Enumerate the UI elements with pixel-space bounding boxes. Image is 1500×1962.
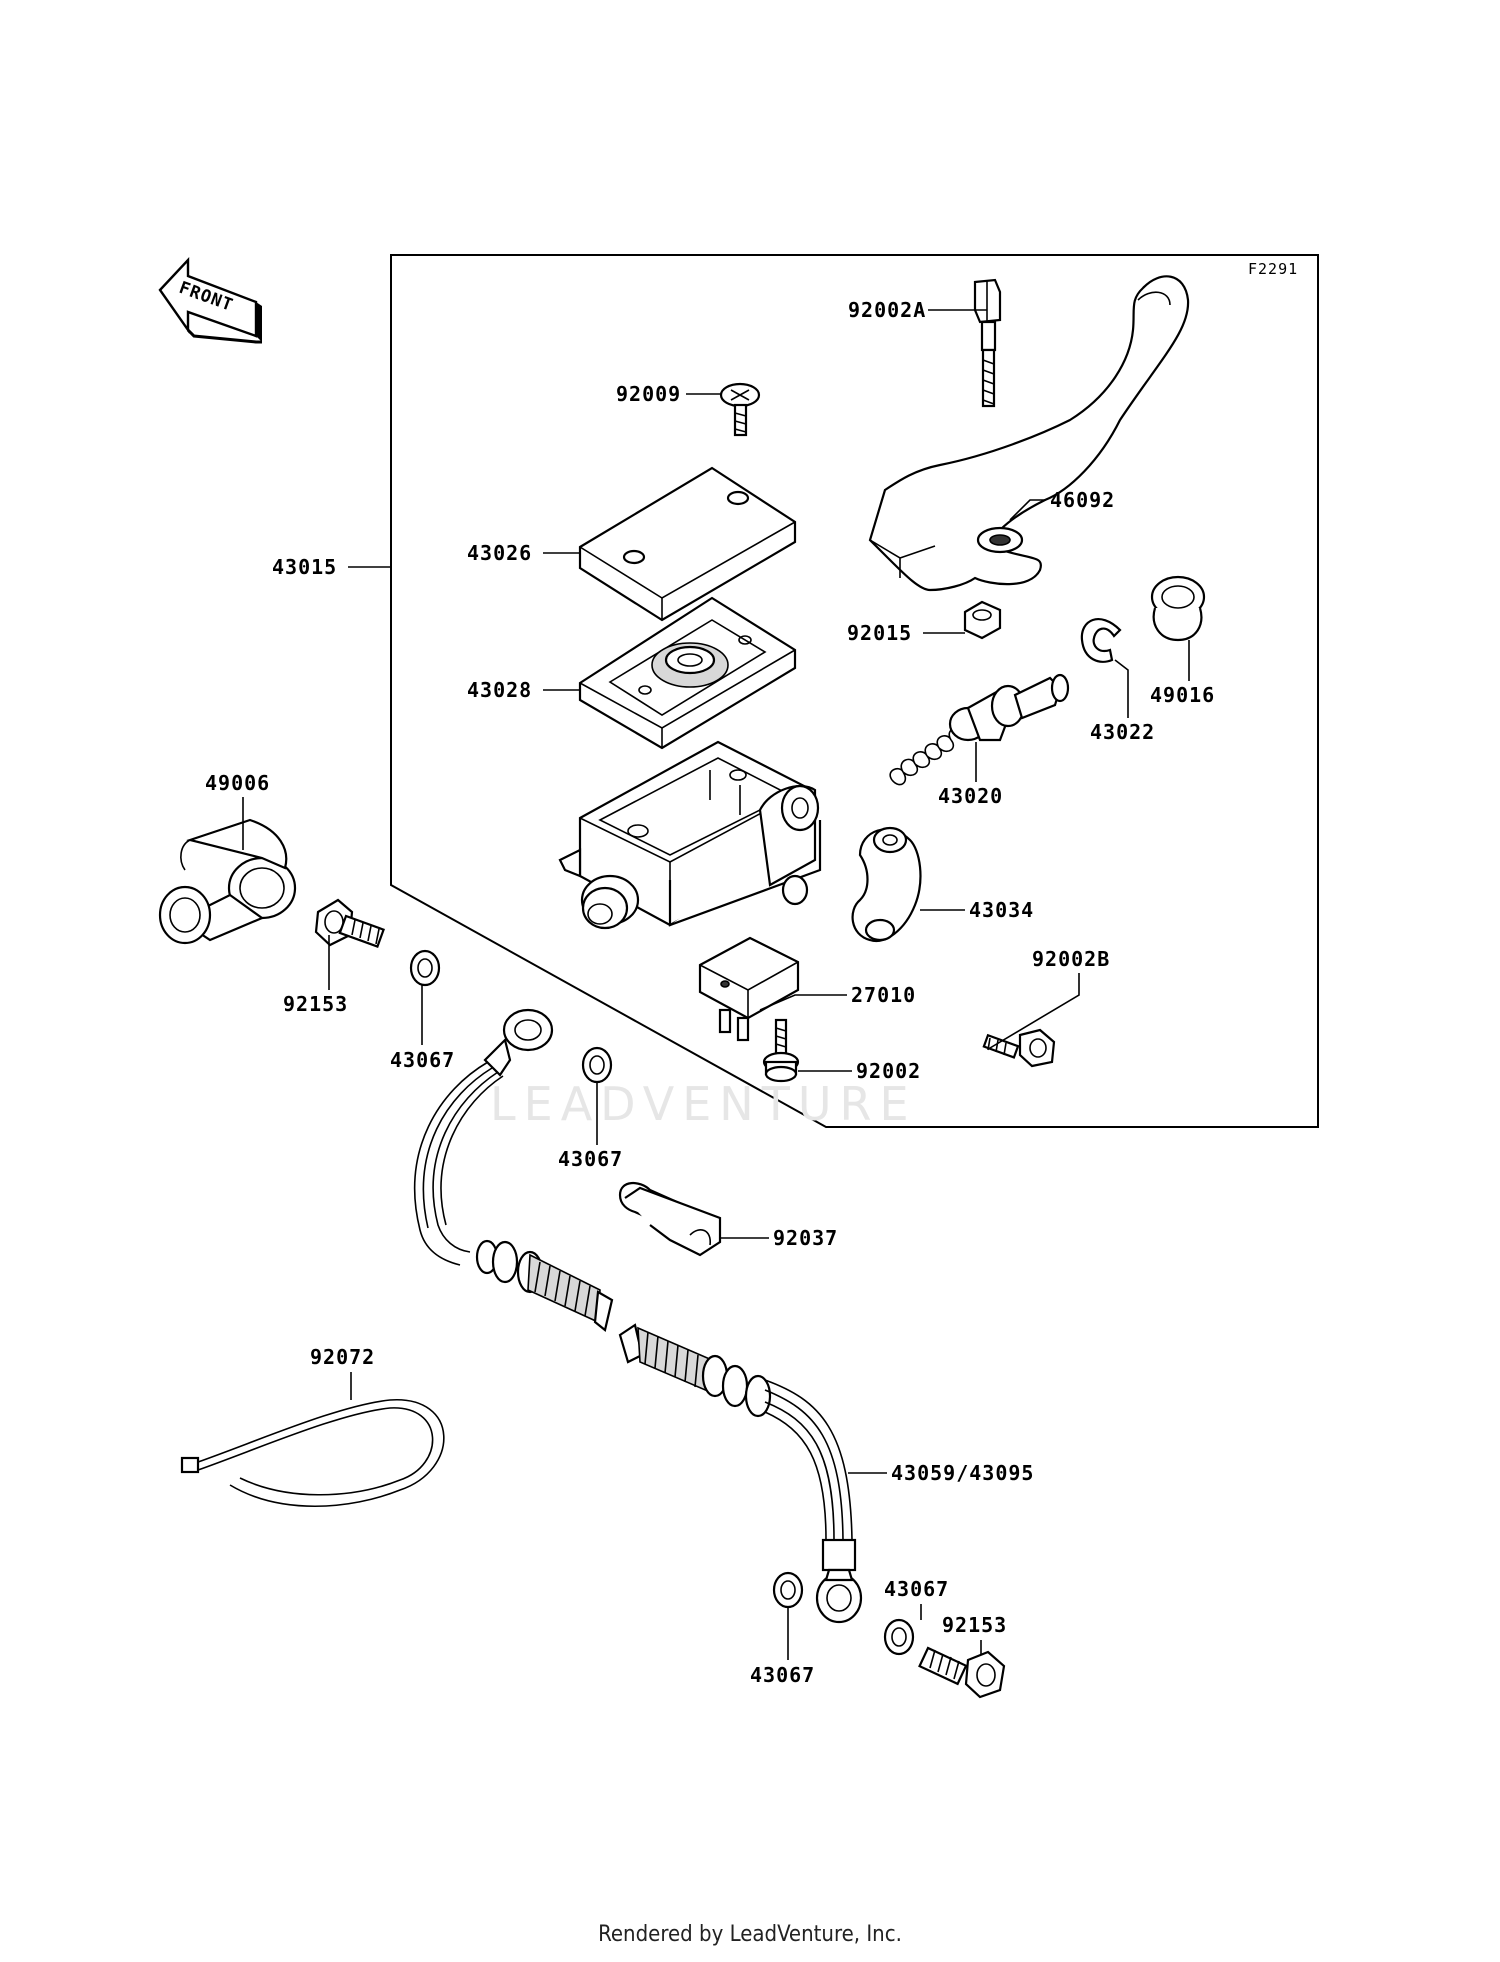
brake-hose-lower [618,1323,863,1624]
master-cylinder-body [558,740,822,930]
reservoir-cover-43026 [578,466,797,622]
callout-43020: 43020 [938,784,1003,808]
callout-27010: 27010 [851,983,916,1007]
circlip-43022 [1080,618,1122,663]
callout-92009: 92009 [616,382,681,406]
callout-92153-bottom: 92153 [942,1613,1007,1637]
brake-hose-upper [413,1008,614,1332]
bolt-92002B [982,1028,1056,1068]
callout-49016: 49016 [1150,683,1215,707]
screw-92009 [719,382,761,437]
callout-92015: 92015 [847,621,912,645]
callout-43015: 43015 [272,555,337,579]
diaphragm-43028 [578,596,797,750]
washer-43067-c [883,1618,915,1656]
callout-92002: 92002 [856,1059,921,1083]
assembly-boundary [390,254,1319,1128]
callout-43026: 43026 [467,541,532,565]
callout-43022: 43022 [1090,720,1155,744]
front-arrow-icon: FRONT [158,256,262,344]
leader-27010 [759,994,847,1011]
callout-43059-43095: 43059/43095 [891,1461,1034,1485]
nut-92015 [963,600,1002,640]
callout-43067-a: 43067 [390,1048,455,1072]
hose-clamp-92037 [618,1182,722,1257]
washer-43067-a [409,949,441,987]
callout-43067-c: 43067 [884,1577,949,1601]
banjo-bolt-92153-top [314,898,385,949]
cable-tie-92072 [180,1399,445,1508]
piston-assembly-43020 [889,673,1070,786]
clamp-43034 [851,826,922,943]
banjo-bolt-92153-bottom [918,1646,1006,1699]
brake-lever-46092 [868,275,1190,592]
boot-49006 [158,818,297,945]
callout-43067-b: 43067 [558,1147,623,1171]
callout-92037: 92037 [773,1226,838,1250]
footer-credit: Rendered by LeadVenture, Inc. [598,1922,902,1947]
callout-92153-top: 92153 [283,992,348,1016]
diagram-code: F2291 [1248,260,1298,278]
callout-43034: 43034 [969,898,1034,922]
callout-43028: 43028 [467,678,532,702]
brake-switch-27010 [698,936,800,1042]
callout-43067-d: 43067 [750,1663,815,1687]
callout-92002A: 92002A [848,298,926,322]
screw-92002 [762,1018,800,1083]
washer-43067-d [772,1571,804,1609]
watermark: LEADVENTURE [490,1077,917,1131]
leader-43022 [1114,659,1129,718]
callout-46092: 46092 [1050,488,1115,512]
dust-boot-49016 [1150,575,1206,642]
leader-46092 [1009,499,1046,521]
callout-49006: 49006 [205,771,270,795]
callout-92072: 92072 [310,1345,375,1369]
washer-43067-b [581,1046,613,1084]
callout-92002B: 92002B [1032,947,1110,971]
leader-92002B [989,973,1080,1049]
adjuster-screw-92002A [973,278,1002,408]
